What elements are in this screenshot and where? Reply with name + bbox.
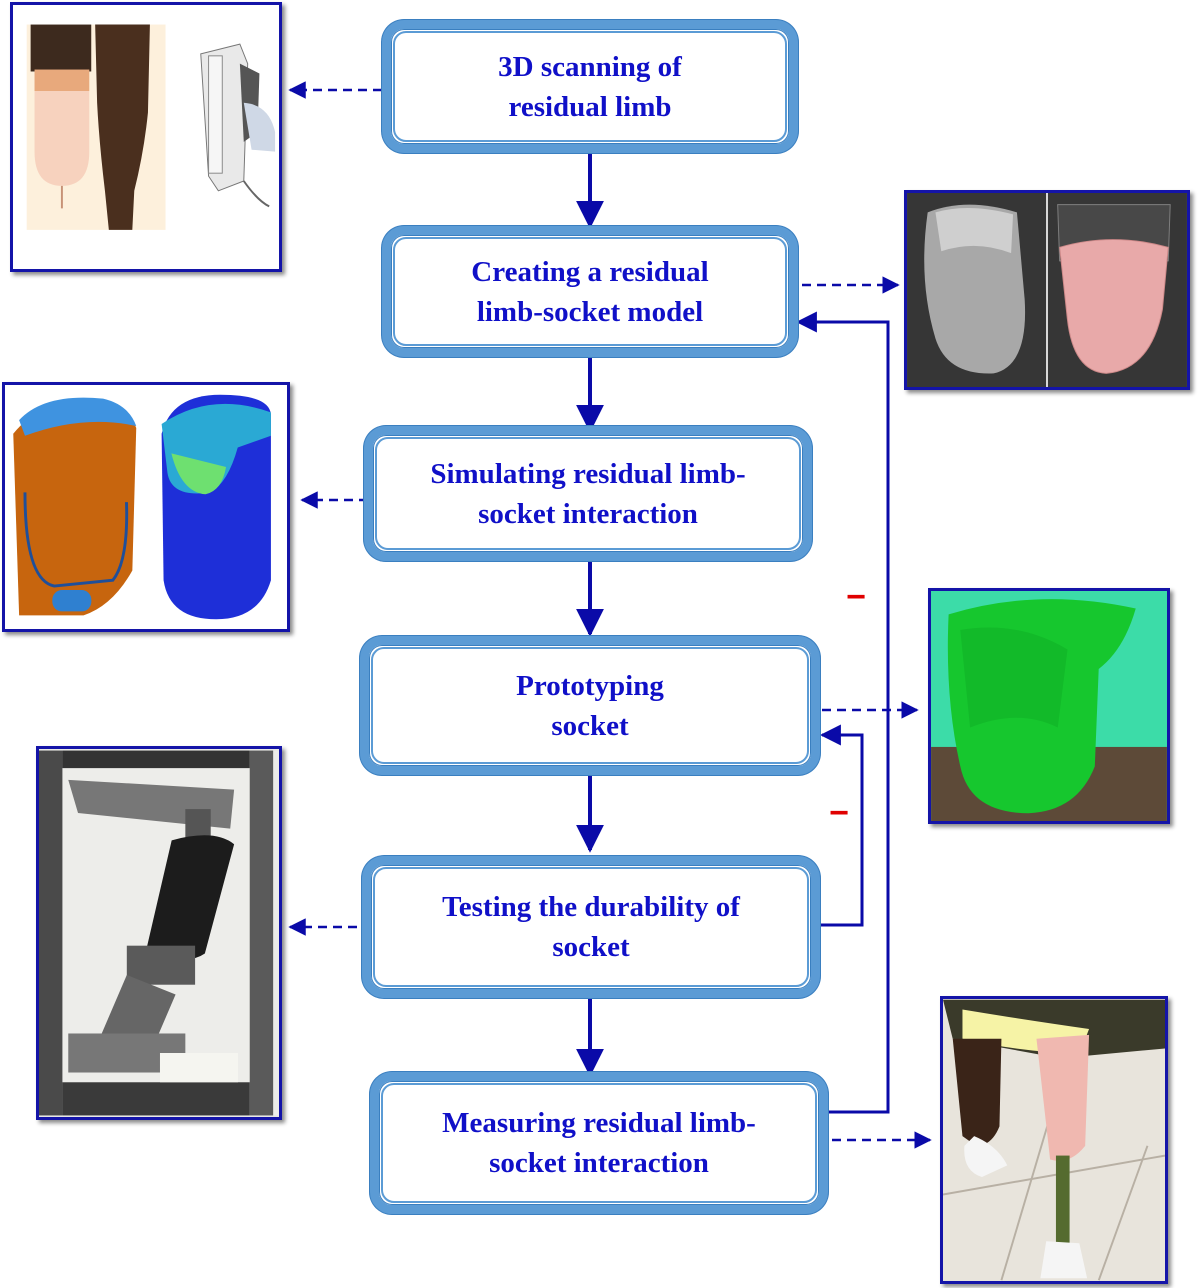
step-creating-model: Creating a residual limb-socket model [382,226,798,357]
step-label: Testing the durability of socket [442,887,740,967]
step-measuring: Measuring residual limb- socket interact… [370,1072,828,1214]
step-label: Measuring residual limb- socket interact… [442,1103,756,1183]
step-simulating: Simulating residual limb- socket interac… [364,426,812,561]
minus-sign: − [846,578,866,616]
limb-scanner-photo-icon [13,5,279,269]
patient-wearing-socket-icon [943,999,1165,1281]
durability-test-rig-icon [39,749,279,1117]
green-socket-prototype-icon [931,591,1167,821]
panel-prototype-image [928,588,1170,824]
step-3d-scanning: 3D scanning of residual limb [382,20,798,153]
step-label: Simulating residual limb- socket interac… [430,454,745,534]
step-label: 3D scanning of residual limb [498,47,682,127]
step-label: Prototyping socket [516,666,664,746]
fea-simulation-icon [5,385,287,629]
limb-socket-model-icon [907,193,1187,387]
step-testing: Testing the durability of socket [362,856,820,998]
panel-testing-image [36,746,282,1120]
panel-measuring-image [940,996,1168,1284]
step-label: Creating a residual limb-socket model [471,252,708,332]
step-prototyping: Prototyping socket [360,636,820,775]
panel-model-image [904,190,1190,390]
feedback-arrow-prototype [818,735,862,925]
minus-sign: − [829,794,849,832]
panel-scan-image [10,2,282,272]
panel-simulation-image [2,382,290,632]
